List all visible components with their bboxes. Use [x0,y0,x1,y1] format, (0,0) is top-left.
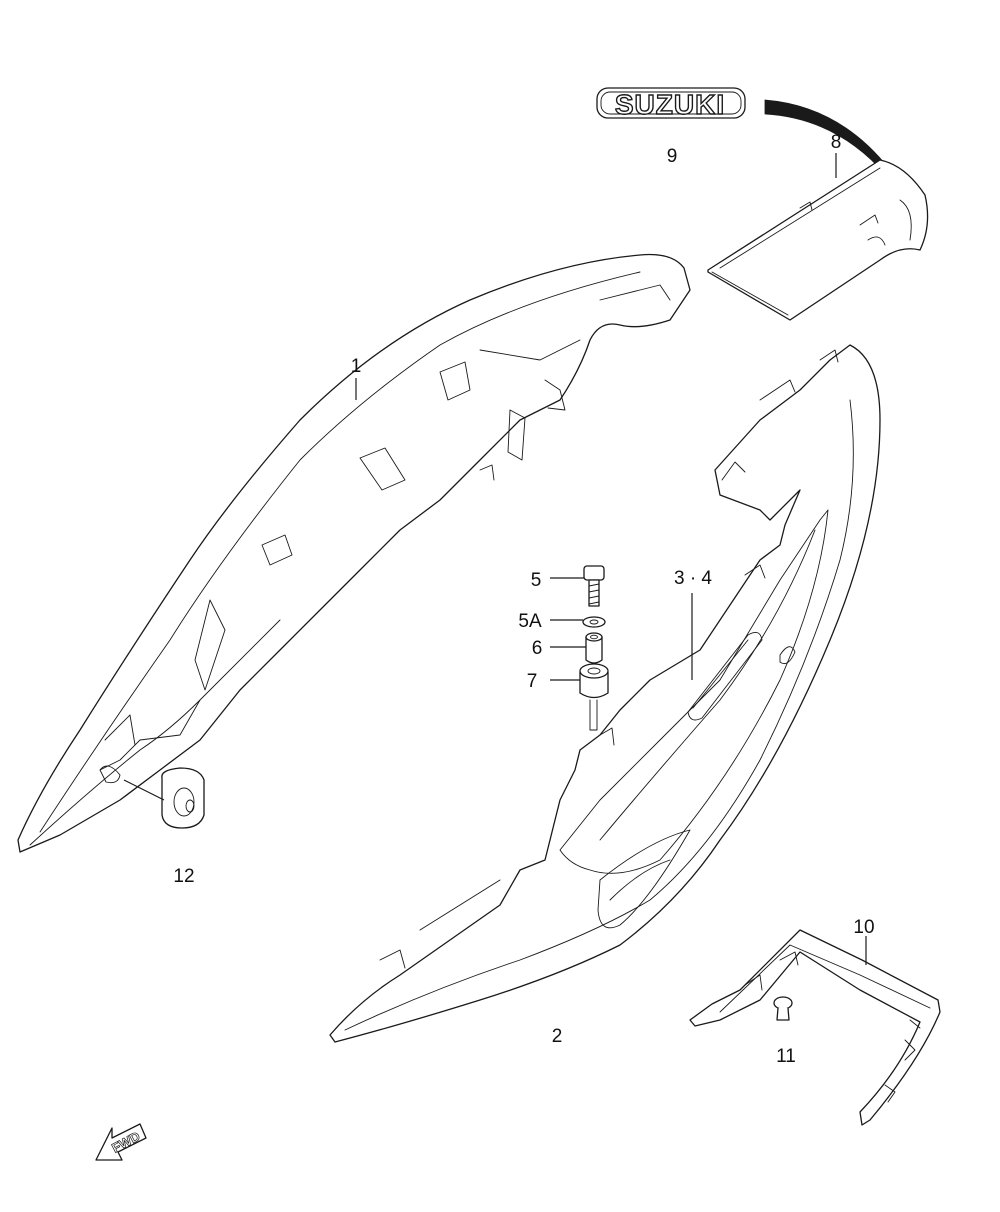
washer-part-5a [582,616,606,628]
callout-2: 2 [552,1026,563,1047]
fwd-text: FWD [109,1128,142,1155]
callout-7: 7 [527,671,538,692]
callout-5: 5 [531,570,542,591]
grommet-part-12 [161,767,205,829]
callout-3-4: 3 · 4 [674,568,712,589]
bolt-part-5 [583,565,605,607]
callout-8: 8 [831,132,842,153]
callout-9: 9 [667,146,678,167]
rear-center-cover-part-8 [707,99,929,321]
clip-part-11 [773,996,793,1021]
callout-5a: 5A [518,611,542,632]
cushion-part-7 [579,663,609,731]
callout-6: 6 [532,638,543,659]
rear-trim-bracket-part-10 [689,929,941,1126]
frame-cover-right-part-2 [329,344,881,1043]
callout-12: 12 [173,866,194,887]
spacer-part-6 [585,632,603,664]
callout-labels: 1 2 3 · 4 5 5A 6 7 8 9 10 11 12 [173,132,874,1067]
emblem-text: SUZUKI [615,89,725,120]
callout-1: 1 [351,356,362,377]
forward-direction-arrow: FWD [95,1123,147,1161]
callout-10: 10 [853,917,874,938]
suzuki-emblem-part-9: SUZUKI [596,87,746,121]
frame-cover-left-part-1 [17,253,691,853]
callout-11: 11 [776,1046,796,1067]
leader-lines [123,153,867,965]
